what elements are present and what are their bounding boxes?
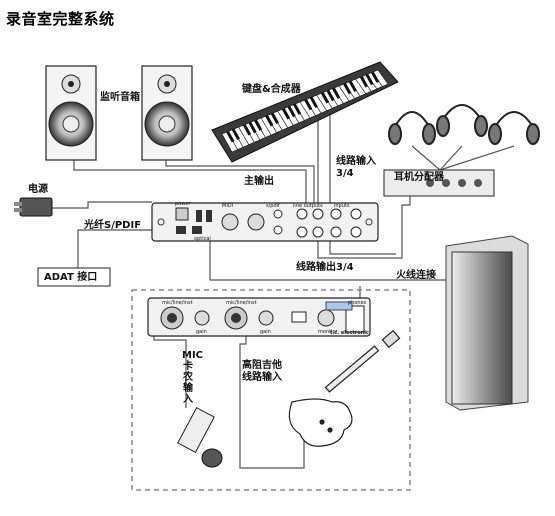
keyboard-key-divider <box>355 78 367 94</box>
keyboard-black-key <box>304 98 313 111</box>
label-line-out: 线路输出3/4 <box>296 262 354 273</box>
keyboard-black-key <box>226 130 235 143</box>
front-label-monitor: monitor <box>318 329 338 335</box>
keyboard-black-key <box>332 87 341 99</box>
keyboard-black-key <box>287 105 296 118</box>
adat-box <box>37 267 111 287</box>
power-adapter-icon <box>14 197 53 217</box>
computer-tower <box>445 235 529 411</box>
monitor-speaker-right <box>141 65 193 161</box>
keyboard-black-key <box>242 124 252 136</box>
guitar-icon <box>288 329 401 447</box>
rear-label-optical: optical <box>194 236 211 242</box>
keyboard-black-key <box>281 108 291 120</box>
label-monitor-speakers: 监听音箱 <box>100 92 140 103</box>
label-keyboard: 键盘&合成器 <box>242 84 301 95</box>
cable-firewire <box>209 240 452 281</box>
label-adat: ADAT 接口 <box>44 272 98 283</box>
keyboard-black-key <box>343 82 352 95</box>
headphones-group <box>388 104 540 145</box>
cable-headphone-2 <box>439 145 463 171</box>
keyboard-black-key <box>254 119 263 131</box>
headphone-amp <box>383 169 495 197</box>
front-label-gain-2: gain <box>260 329 271 335</box>
keyboard-black-key <box>265 114 274 127</box>
keyboard-synth <box>211 61 399 163</box>
keyboard-black-key <box>371 71 380 83</box>
keyboard-black-key <box>365 73 374 86</box>
keyboard-black-key <box>248 121 257 134</box>
dashed-front-area <box>131 289 411 491</box>
front-label-input-2: mic/line/inst <box>226 300 257 306</box>
cable-line-out-2 <box>329 240 396 255</box>
interface-rear-panel <box>151 202 379 242</box>
front-brand-logo: t.c. electronic <box>330 330 369 336</box>
label-optical: 光纤S/PDIF <box>84 220 142 231</box>
rear-label-midi: MIDI <box>222 203 234 209</box>
label-power: 电源 <box>28 184 48 195</box>
label-guitar-in: 高阻吉他线路输入 <box>242 360 282 383</box>
keyboard-black-key <box>270 112 279 125</box>
interface-front-panel <box>147 297 371 337</box>
cable-guitar <box>239 330 305 469</box>
cable-power <box>52 201 152 209</box>
keyboard-key-divider <box>338 85 350 102</box>
keyboard-key-divider <box>299 101 311 119</box>
cables <box>52 108 515 469</box>
front-label-input-1: mic/line/inst <box>162 300 193 306</box>
label-firewire: 火线连接 <box>396 270 436 281</box>
keyboard-key-divider <box>316 94 328 111</box>
cable-optical <box>77 229 180 268</box>
rear-label-inputs: inputs <box>334 203 350 209</box>
keyboard-key-divider <box>277 110 289 128</box>
keyboard-black-key <box>309 96 318 109</box>
keyboard-black-key <box>231 128 240 141</box>
cable-headphone-3 <box>439 145 515 171</box>
rear-label-line-outputs: line outputs <box>293 203 323 209</box>
keyboard-black-key <box>320 92 330 104</box>
front-label-gain-1: gain <box>196 329 207 335</box>
cable-line-out <box>317 196 411 259</box>
label-line-in: 线路输入3/4 <box>336 156 376 179</box>
keyboard-black-key <box>326 89 335 102</box>
cable-speaker-left <box>73 160 307 205</box>
cable-headphone-1 <box>411 145 441 171</box>
rear-label-spdif: s/pdif <box>266 203 280 209</box>
keyboard-key-divider <box>260 117 272 136</box>
microphone-icon <box>177 406 223 468</box>
keyboard-black-key <box>348 80 357 93</box>
label-main-out: 主输出 <box>244 176 274 187</box>
page-title: 录音室完整系统 <box>6 10 115 28</box>
front-label-phones: phones <box>348 300 367 306</box>
rear-label-power: power <box>175 201 191 207</box>
keyboard-black-key <box>293 103 302 115</box>
monitor-speaker-left <box>45 65 97 161</box>
keyboard-key-divider <box>238 126 250 145</box>
keyboard-black-key <box>359 76 369 88</box>
label-headphone-amp: 耳机分配器 <box>394 172 444 183</box>
cable-speaker-right <box>165 160 315 205</box>
label-mic-in: MIC卡农输入 <box>182 350 204 405</box>
